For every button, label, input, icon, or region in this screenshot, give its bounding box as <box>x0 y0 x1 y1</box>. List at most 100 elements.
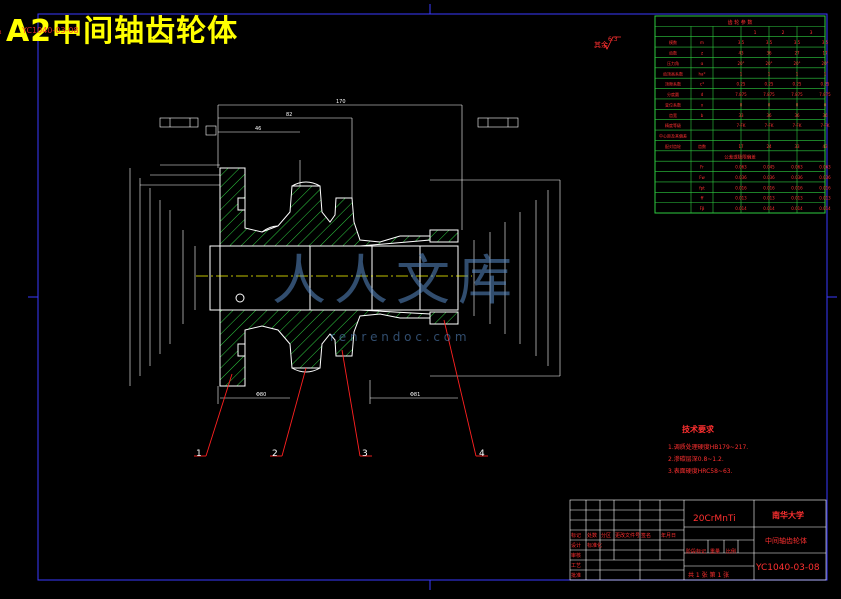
tech-req-title: 技术要求 <box>682 425 714 434</box>
tolerance-value: 0.063 <box>735 165 747 170</box>
tolerance-value: 0.036 <box>819 175 831 180</box>
title-block-label: 签名 <box>641 533 652 539</box>
param-row-value: 20° <box>737 61 744 66</box>
title-block-label: 批准 <box>571 573 582 579</box>
tolerance-value: 0.014 <box>819 206 831 211</box>
param-row-value: 7.875 <box>791 92 803 97</box>
param-row-value: 17 <box>738 144 744 149</box>
tolerance-value: 0.016 <box>763 185 775 190</box>
sheet-count: 共 1 张 第 1 张 <box>688 572 730 579</box>
title-block-label: 年月日 <box>661 533 677 539</box>
param-row-value: 3.5 <box>766 40 773 45</box>
part-balloon-1: 1 <box>196 449 202 459</box>
tolerance-value: 0.016 <box>819 185 831 190</box>
param-row-symbol: x <box>701 102 704 107</box>
tolerance-value: 0.014 <box>735 206 747 211</box>
param-table-header: 齿 轮 参 数 <box>728 19 753 26</box>
tolerance-header: 公差或极限偏差 <box>724 153 756 160</box>
dimension-lines <box>129 104 561 404</box>
param-row-name: 中心距及其偏差 <box>659 133 687 139</box>
tolerance-symbol: ff <box>701 196 704 201</box>
param-row-name: 分度圆 <box>667 91 679 97</box>
param-row-value: 0 <box>740 102 743 107</box>
drawing-reference: YC1040-03-08 <box>22 26 79 35</box>
param-row-symbol: d <box>701 92 704 97</box>
param-row-name: 精度等级 <box>665 122 681 128</box>
part-name: 中间轴齿轮体 <box>765 537 807 545</box>
param-row-name: 顶隙系数 <box>665 81 681 87</box>
param-row-value: 7.875 <box>735 92 747 97</box>
param-row-value: 20° <box>793 61 800 66</box>
part-leaders <box>194 319 488 457</box>
tolerance-value: 0.014 <box>763 206 775 211</box>
param-col-4: 4 <box>0 30 2 36</box>
param-row-symbol: c* <box>700 82 704 87</box>
param-row-value: 33 <box>794 144 800 149</box>
param-row-value: 7.875 <box>819 92 831 97</box>
param-row-symbol: α <box>701 61 704 66</box>
param-row-value: 0.25 <box>821 82 830 87</box>
param-row-value: 17 <box>822 51 828 56</box>
param-row-name: 变位系数 <box>665 101 681 107</box>
param-row-value: 0.25 <box>793 82 802 87</box>
param-row-value: 0 <box>796 102 799 107</box>
tolerance-value: 0.036 <box>763 175 775 180</box>
title-block-label: 标记 <box>571 533 582 539</box>
title-block-label: 设计 <box>571 543 582 549</box>
param-row-value: 7-FK <box>737 123 746 128</box>
title-block-label: 比例 <box>726 549 737 555</box>
param-row-value: 7-FK <box>765 123 774 128</box>
param-row-name: 压力角 <box>667 60 679 66</box>
param-row-value: 1 <box>740 71 743 76</box>
param-row-symbol: 齿数 <box>698 143 706 149</box>
param-row-name: 齿宽 <box>669 112 677 118</box>
param-row-value: 20° <box>821 61 828 66</box>
param-row-value: 0 <box>824 102 827 107</box>
tolerance-symbol: Fw <box>699 175 705 180</box>
param-row-value: 33 <box>738 113 744 118</box>
param-row-name: 配对齿轮 <box>665 143 681 149</box>
param-col-2: 2 <box>782 30 785 36</box>
svg-text:82: 82 <box>286 112 292 118</box>
param-row-value: 0 <box>768 102 771 107</box>
param-row-value: 24 <box>766 144 772 149</box>
param-col-3: 3 <box>810 30 813 36</box>
tolerance-value: 0.014 <box>791 206 803 211</box>
title-block-label: 分区 <box>601 533 612 539</box>
part-section-view <box>196 167 472 387</box>
watermark-url: r e n r e n d o c . c o m <box>330 330 467 344</box>
svg-text:Φ80: Φ80 <box>256 392 266 398</box>
title-block-label: 审核 <box>571 553 582 559</box>
param-row-name: 模数 <box>669 39 677 45</box>
tolerance-value: 0.045 <box>763 165 775 170</box>
tolerance-value: 0.036 <box>735 175 747 180</box>
title-block-label: 工艺 <box>571 563 582 569</box>
material-label: 20CrMnTi <box>693 514 736 524</box>
part-balloon-4: 4 <box>479 449 485 459</box>
param-row-value: 1 <box>824 71 827 76</box>
tolerance-symbol: fpt <box>699 185 705 190</box>
tech-req-item-2: 2.渗碳层深0.8~1.2. <box>668 456 724 463</box>
tolerance-value: 0.016 <box>735 185 747 190</box>
tolerance-value: 0.036 <box>791 175 803 180</box>
param-row-symbol: z <box>701 51 703 56</box>
tech-req-item-3: 3.表面硬度HRC58~63. <box>668 468 733 475</box>
param-row-name: 齿数 <box>669 50 677 56</box>
title-block-label: 阶段标记 <box>686 549 707 555</box>
param-row-symbol: b <box>701 113 704 118</box>
part-balloon-3: 3 <box>362 449 368 459</box>
tolerance-value: 0.063 <box>819 165 831 170</box>
svg-text:Φ81: Φ81 <box>410 392 420 398</box>
param-row-value: 1 <box>768 71 771 76</box>
title-block-label: 标准化 <box>587 543 603 549</box>
roughness-value: 6.3 <box>608 36 618 43</box>
param-row-value: 20° <box>765 61 772 66</box>
title-block <box>569 499 827 581</box>
param-row-value: 1 <box>796 71 799 76</box>
watermark-logo: 人人文库 <box>272 249 520 312</box>
tolerance-symbol: Fβ <box>700 206 705 211</box>
tolerance-value: 0.063 <box>791 165 803 170</box>
param-row-value: 36 <box>766 51 772 56</box>
drawing-title: A2中间轴齿轮体 <box>6 14 239 49</box>
